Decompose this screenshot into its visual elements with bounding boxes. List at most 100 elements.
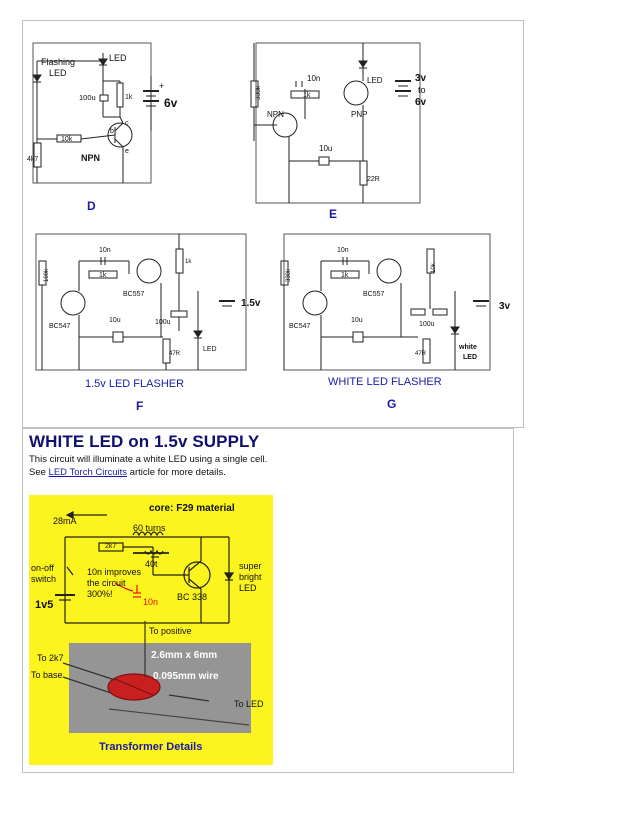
frame-e — [255, 42, 421, 204]
capacitor-10u-e — [318, 156, 330, 166]
g-r2-label: 330k — [286, 268, 292, 282]
white-led-panel: WHITE LED on 1.5v SUPPLY This circuit wi… — [22, 428, 514, 773]
frame-f — [35, 233, 247, 371]
d-pin-e: e — [125, 148, 129, 155]
e-supply-1: 3v — [415, 73, 427, 84]
f-r2-label: 100k — [44, 268, 50, 282]
schematic-image: core: F29 material 28mA 60 turns 40t 2k7… — [29, 495, 273, 765]
wire-label: 0.095mm wire — [153, 671, 219, 682]
transistor-npn — [107, 122, 133, 148]
g-led-label-1: white — [458, 344, 477, 351]
f-r4-label: 47R — [169, 351, 181, 357]
g-r4-label: 47R — [415, 351, 427, 357]
resistor-47r-g — [422, 338, 431, 364]
circuit-e — [250, 43, 411, 203]
led-symbol-f — [193, 330, 203, 338]
led-symbol — [98, 58, 108, 66]
d-transistor-label: NPN — [81, 153, 100, 163]
capacitor-100u-f — [170, 310, 188, 318]
f-q2-label: BC557 — [123, 291, 145, 298]
transformer-caption: Transformer Details — [99, 741, 203, 753]
led-symbol-g — [450, 326, 460, 334]
f-supply-label: 1.5v — [241, 298, 261, 309]
led-symbol-e — [358, 60, 368, 68]
turns-40-label: 40t — [145, 559, 158, 569]
to-base-label: To base — [31, 670, 63, 680]
d-r3-label: 4k7 — [27, 156, 38, 163]
transistor-bc557-f — [136, 258, 162, 284]
switch-label-2: switch — [31, 574, 57, 584]
battery-label: 1v5 — [35, 599, 54, 611]
resistor-4k7 — [33, 142, 42, 168]
led-label-2: bright — [239, 572, 262, 582]
e-r2-label: 1k — [303, 92, 311, 99]
dims-label: 2.6mm x 6mm — [151, 650, 218, 661]
on-off-switch-symbol — [66, 566, 74, 576]
e-r3-label: 22R — [367, 176, 380, 183]
switch-label-1: on-off — [31, 563, 54, 573]
g-supply-label: 3v — [499, 301, 511, 312]
transistor-label: BC 338 — [177, 592, 208, 602]
f-cap3-label: 100u — [155, 319, 171, 326]
e-supply-3: 6v — [415, 97, 427, 108]
transistor-bc547-f — [60, 290, 86, 316]
d-flashing-label-2: LED — [49, 68, 67, 78]
note-line-3: 300%! — [87, 589, 113, 599]
coil-40-turns — [144, 549, 164, 555]
f-q1-label: BC547 — [49, 323, 71, 330]
d-flashing-label-1: Flashing — [41, 57, 75, 67]
d-led-label: LED — [109, 53, 127, 63]
e-r1-label: 330k — [255, 85, 262, 100]
g-cap2-label: 10u — [351, 317, 363, 324]
e-npn-label: NPN — [267, 110, 284, 119]
g-q2-label: BC557 — [363, 291, 385, 298]
coil-60-turns — [132, 531, 164, 537]
note-line-1: 10n improves — [87, 567, 142, 577]
g-cap1-label: 10n — [337, 247, 349, 254]
g-title: WHITE LED FLASHER — [328, 376, 442, 388]
f-title: 1.5v LED FLASHER — [85, 378, 184, 390]
d-plus-sign: + — [159, 81, 164, 91]
capacitor-10u-g — [352, 331, 364, 343]
resistor-1k-f — [88, 270, 118, 279]
d-pin-c: c — [125, 120, 129, 127]
desc-after: article for more details. — [127, 467, 226, 478]
d-letter: D — [87, 199, 96, 213]
e-cap1-label: 10n — [307, 74, 320, 83]
transistor-bc547-g — [302, 290, 328, 316]
e-cap2-label: 10u — [319, 144, 332, 153]
led-label-1: super — [239, 561, 262, 571]
desc-see: See — [29, 467, 49, 478]
e-supply-2: to — [418, 85, 426, 95]
capacitor-100u-g1 — [410, 308, 426, 316]
g-letter: G — [387, 397, 396, 411]
capacitor-100u-g2 — [432, 308, 448, 316]
section-description-1: This circuit will illuminate a white LED… — [29, 454, 268, 465]
e-letter: E — [329, 207, 337, 221]
circuits-schematics: Flashing LED LED 100u 1k 10k 4k7 NPN b c… — [27, 42, 511, 413]
section-heading: WHITE LED on 1.5v SUPPLY — [29, 432, 260, 451]
resistor-2k7-label: 2k7 — [105, 543, 117, 550]
circuit-d — [32, 53, 159, 183]
f-letter: F — [136, 399, 143, 413]
led-torch-circuits-link[interactable]: LED Torch Circuits — [48, 467, 128, 478]
circuits-panel: Flashing LED LED 100u 1k 10k 4k7 NPN b c… — [22, 20, 524, 428]
resistor-1k-f2 — [175, 248, 184, 274]
transistor-pnp — [343, 80, 369, 106]
f-led-label: LED — [203, 346, 217, 353]
d-cap-label: 100u — [79, 93, 96, 102]
g-led-label-2: LED — [463, 354, 477, 361]
resistor-1k-e — [290, 90, 320, 99]
e-pnp-label: PNP — [351, 110, 367, 119]
led-label-3: LED — [239, 583, 257, 593]
turns-60-label: 60 turns — [133, 523, 166, 533]
f-cap2-label: 10u — [109, 317, 121, 324]
super-bright-led-symbol — [223, 572, 235, 581]
to-led-label: To LED — [234, 699, 264, 709]
f-r1-label: 1k — [99, 272, 107, 279]
resistor-1k — [116, 82, 124, 108]
flashing-led-symbol — [32, 74, 42, 82]
g-r1-label: 1k — [341, 272, 349, 279]
resistor-22r — [359, 160, 368, 186]
g-r3-label: 10k — [431, 262, 437, 273]
